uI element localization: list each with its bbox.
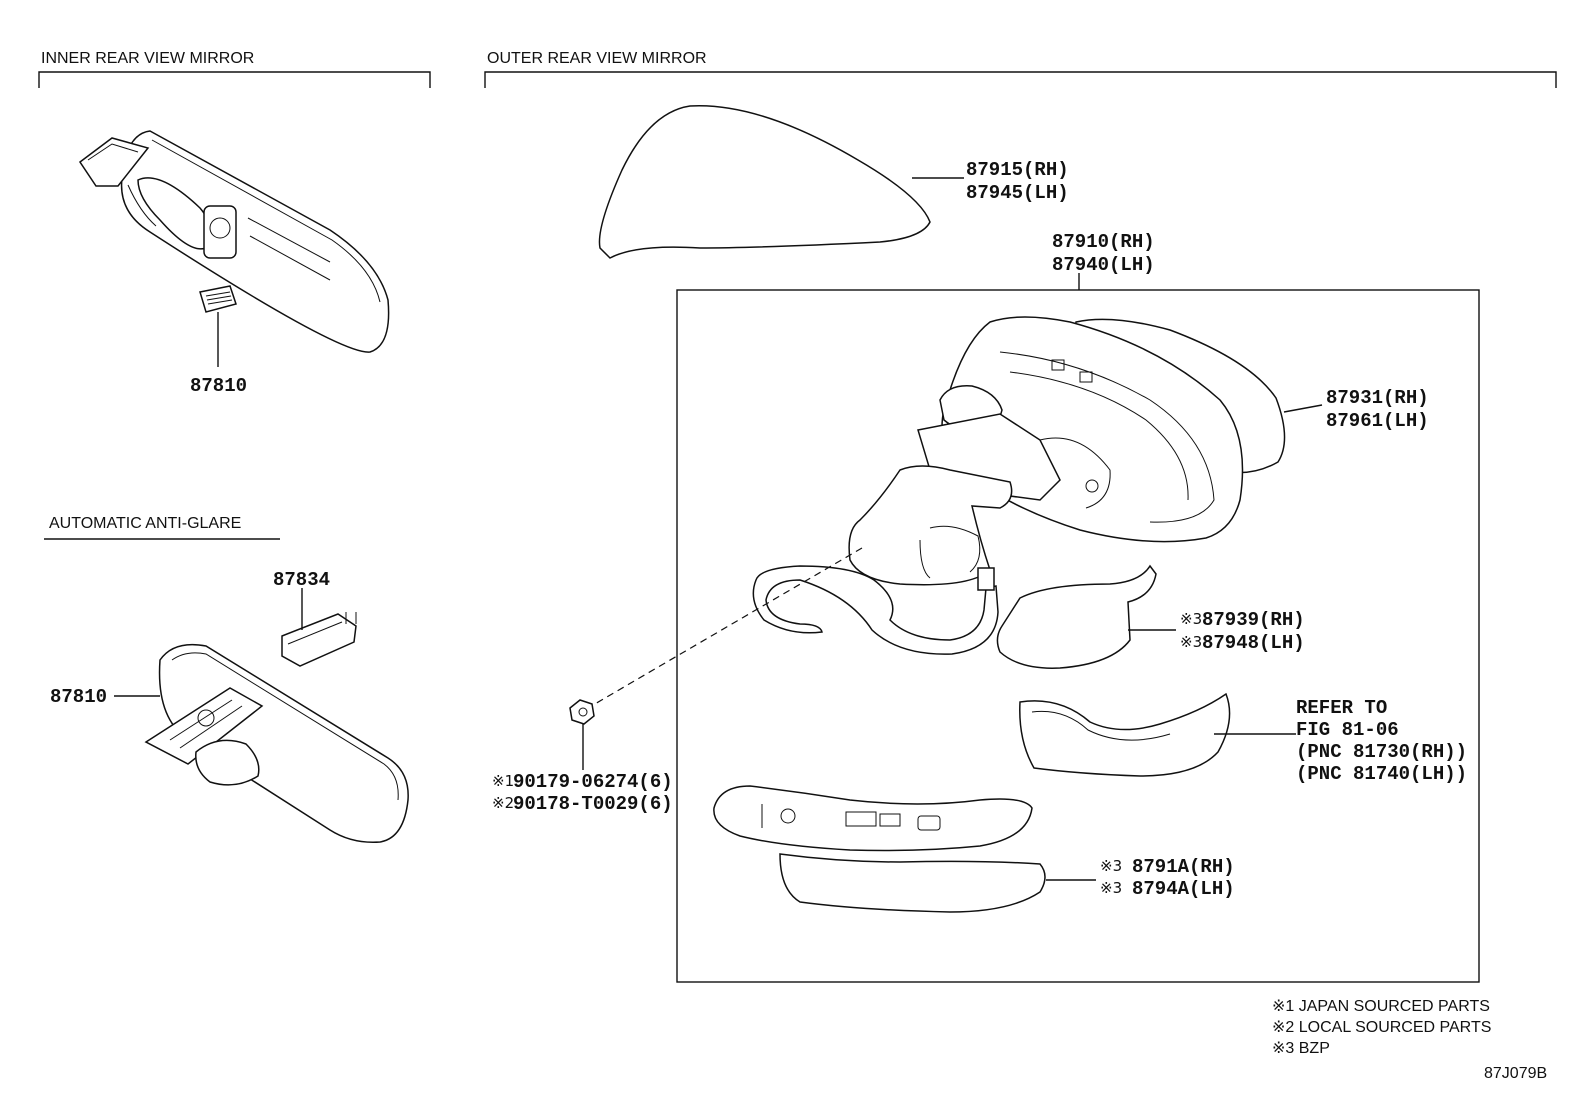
anti-glare-mirror-drawing <box>144 612 409 843</box>
assembly-box <box>676 289 1480 983</box>
figure-code: 87J079B <box>1484 1065 1547 1082</box>
bracket-outer <box>484 71 1557 88</box>
legend-japan-sourced: ※1 JAPAN SOURCED PARTS <box>1272 998 1490 1015</box>
base-garnish-drawing <box>713 785 1046 913</box>
turn-signal-lamp-drawing <box>1019 692 1231 777</box>
part-number-87939-rh: 87939(RH) <box>1202 609 1305 631</box>
part-number-8791A-rh: 8791A(RH) <box>1132 856 1235 878</box>
part-number-90178: 90178-T0029(6) <box>513 793 673 815</box>
nut-hole <box>578 707 588 717</box>
mark-90179: ※1 <box>492 772 514 790</box>
section-title-outer: OUTER REAR VIEW MIRROR <box>487 50 707 67</box>
part-number-87810-top: 87810 <box>190 375 247 397</box>
refer-to-label: REFER TO <box>1296 697 1387 719</box>
leader-87931 <box>1283 404 1323 413</box>
bracket-inner <box>38 71 431 88</box>
mark-8791A: ※3 <box>1100 857 1122 875</box>
dashed-leader-nut <box>587 547 863 709</box>
part-number-8794A-lh: 8794A(LH) <box>1132 878 1235 900</box>
mirror-housing-drawing <box>848 316 1286 586</box>
turn-signal-detail <box>1031 710 1171 741</box>
inner-mirror-drawing <box>78 130 390 353</box>
lower-cover-drawing <box>996 564 1157 669</box>
mark-8794A: ※3 <box>1100 879 1122 897</box>
nut-drawing <box>569 699 595 725</box>
part-number-90179: 90179-06274(6) <box>513 771 673 793</box>
mark-90178: ※2 <box>492 794 514 812</box>
refer-fig-label: FIG 81-06 <box>1296 719 1399 741</box>
part-number-87931-rh: 87931(RH) <box>1326 387 1429 409</box>
harness-connector <box>977 567 995 591</box>
mark-87939: ※3 <box>1180 610 1202 628</box>
mark-87948: ※3 <box>1180 633 1202 651</box>
part-number-87940-lh: 87940(LH) <box>1052 254 1155 276</box>
section-title-inner: INNER REAR VIEW MIRROR <box>41 50 254 67</box>
part-number-87834: 87834 <box>273 569 330 591</box>
refer-pnc-lh: (PNC 81740(LH)) <box>1296 763 1467 785</box>
refer-pnc-rh: (PNC 81730(RH)) <box>1296 741 1467 763</box>
part-number-87961-lh: 87961(LH) <box>1326 410 1429 432</box>
part-number-87945-lh: 87945(LH) <box>966 182 1069 204</box>
mirror-cover-drawing <box>598 104 931 259</box>
wiring-harness-drawing <box>752 565 999 655</box>
part-number-87810-bottom: 87810 <box>50 686 107 708</box>
part-number-87948-lh: 87948(LH) <box>1202 632 1305 654</box>
legend-bzp: ※3 BZP <box>1272 1040 1330 1057</box>
part-number-87915-rh: 87915(RH) <box>966 159 1069 181</box>
section-title-anti-glare: AUTOMATIC ANTI-GLARE <box>49 515 241 532</box>
legend-local-sourced: ※2 LOCAL SOURCED PARTS <box>1272 1019 1491 1036</box>
part-number-87910-rh: 87910(RH) <box>1052 231 1155 253</box>
